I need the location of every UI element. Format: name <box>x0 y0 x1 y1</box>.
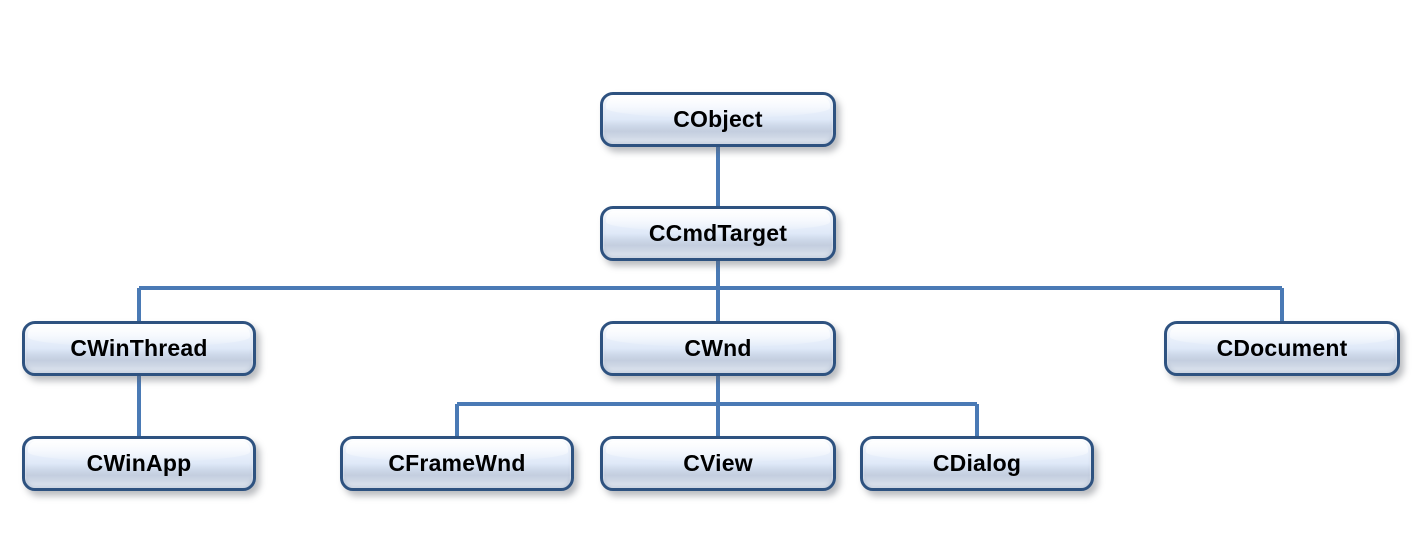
node-cdialog[interactable]: CDialog <box>860 436 1094 491</box>
node-label-cwinthread: CWinThread <box>70 335 208 361</box>
node-ccmdtarget[interactable]: CCmdTarget <box>600 206 836 261</box>
node-label-cframewnd: CFrameWnd <box>388 450 526 476</box>
node-label-cwinapp: CWinApp <box>86 450 192 476</box>
node-label-cwnd: CWnd <box>684 335 752 361</box>
node-label-cdialog: CDialog <box>932 450 1022 476</box>
node-cobject[interactable]: CObject <box>600 92 836 147</box>
node-cview[interactable]: CView <box>600 436 836 491</box>
node-label-cobject: CObject <box>673 106 763 132</box>
node-label-ccmdtarget: CCmdTarget <box>648 220 788 246</box>
node-cwinapp[interactable]: CWinApp <box>22 436 256 491</box>
node-cdocument[interactable]: CDocument <box>1164 321 1400 376</box>
node-label-cview: CView <box>683 450 753 476</box>
node-cwnd[interactable]: CWnd <box>600 321 836 376</box>
node-cframewnd[interactable]: CFrameWnd <box>340 436 574 491</box>
node-label-cdocument: CDocument <box>1216 335 1348 361</box>
node-cwinthread[interactable]: CWinThread <box>22 321 256 376</box>
